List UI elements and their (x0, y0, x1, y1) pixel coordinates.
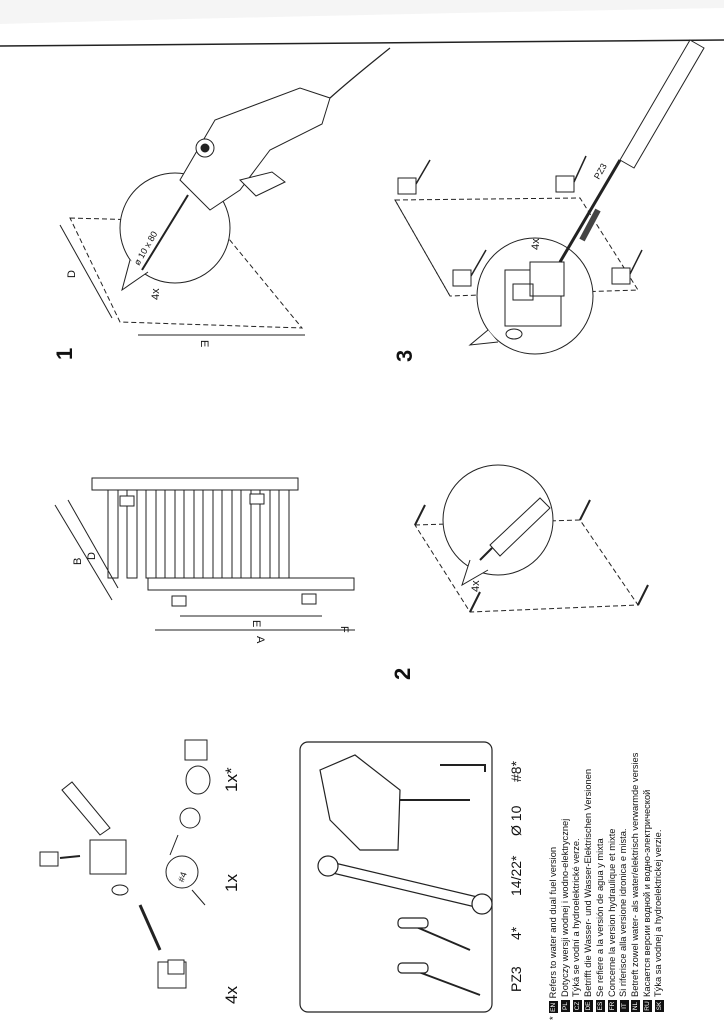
note-ru: Касается версии водной и водно-электриче… (641, 789, 652, 997)
note-star-line: * EN Refers to water and dual fuel versi… (548, 753, 560, 1020)
radiator-tube (183, 489, 195, 579)
note-cz: Týká se vodní a hydroelektrické verze. (571, 838, 582, 997)
callout3-quantity: 4x (530, 238, 542, 250)
note-sk: Týka sa vodnej a hydroelektrickej verzie… (653, 829, 664, 997)
tool-label-flat: 4* (508, 926, 524, 940)
lang-code-pl: PL (561, 1000, 571, 1012)
version-notes: * EN Refers to water and dual fuel versi… (548, 753, 665, 1020)
paper-fold (0, 0, 724, 24)
dimension-d2-label: D (86, 552, 98, 560)
radiator-tube (221, 489, 233, 579)
step3-mounting-diagram (394, 39, 705, 355)
radiator-tube (202, 489, 214, 579)
dimension-d-label: D (66, 270, 78, 278)
note-line-es: ES Se refiere a la versión de agua y mixt… (595, 753, 607, 1020)
lang-code-de: DE (584, 1000, 594, 1012)
note-line-cz: CZ Týká se vodní a hydroelektrické verze. (571, 753, 583, 1020)
step-number-1: 1 (52, 347, 77, 360)
note-es: Se refiere a la versión de agua y mixta (594, 838, 605, 997)
dimension-b-label: B (72, 557, 84, 565)
radiator-tube (145, 489, 157, 579)
radiator-tube (278, 489, 290, 579)
radiator-tube (107, 489, 119, 579)
hex-key-quantity: 1x (222, 874, 241, 892)
note-pl: Dotyczy wersji wodnej i wodno-elektryczn… (559, 818, 570, 997)
step1-drilling-diagram (59, 47, 391, 336)
tool-label-hex: #8* (508, 760, 524, 782)
note-fr: Concerne la version hydraulique et mixte (606, 828, 617, 997)
note-line-nl: NL Betreft zowel water- als water/elektri… (630, 753, 642, 1020)
lang-code-sk: SK (654, 1000, 664, 1012)
lang-code-it: IT (619, 1000, 629, 1012)
note-star: * (548, 1016, 558, 1020)
page-edge-line (0, 39, 724, 47)
step-number-2: 2 (390, 667, 415, 680)
callout2-quantity: 4x (470, 580, 482, 592)
note-line-ru: RU Касается версии водной и водно-электри… (642, 753, 654, 1020)
note-line-sk: SK Týka sa vodnej a hydroelektrickej verz… (653, 753, 665, 1020)
lang-code-cz: CZ (572, 1000, 582, 1012)
note-line-pl: PL Dotyczy wersji wodnej i wodno-elektryc… (560, 753, 572, 1020)
radiator-tube (164, 489, 176, 579)
note-line-de: DE Betrifft die Wasser- und Wasser-Elektr… (583, 753, 595, 1020)
note-nl: Betreft zowel water- als water/elektrisc… (629, 752, 640, 997)
dimension-a-label: A (254, 636, 266, 644)
radiator-tube (126, 489, 138, 579)
dimension-e2-label: E (250, 620, 262, 628)
note-line-it: IT Si riferisce alla versione idronica e … (618, 753, 630, 1020)
lang-code-fr: FR (607, 1000, 617, 1012)
note-line-fr: FR Concerne la version hydraulique et mix… (607, 753, 619, 1020)
lang-code-en: EN (549, 1001, 559, 1014)
radiator-tube (240, 489, 252, 579)
dimension-f-label: F (338, 626, 350, 633)
tool-label-drill: Ø 10 (508, 805, 524, 836)
tool-label-wrench: 14/22* (508, 855, 524, 896)
tools-box (299, 741, 493, 1013)
note-de: Betrifft die Wasser- und Wasser-Elektris… (583, 768, 594, 997)
lang-code-nl: NL (631, 1000, 641, 1012)
lang-code-es: ES (596, 1000, 606, 1012)
dimension-e-label: E (198, 340, 210, 348)
callout1-quantity: 4x (150, 288, 162, 300)
parts-illustrations (39, 739, 211, 989)
step-number-3: 3 (392, 349, 417, 362)
radiator-tube (259, 489, 271, 579)
note-it: Si riferisce alla versione idronica e mi… (618, 828, 629, 997)
note-en: Refers to water and dual fuel version (548, 846, 558, 999)
cap-quantity: 1x* (222, 767, 241, 792)
plugs-quantity: 4x (222, 986, 241, 1004)
lang-code-ru: RU (642, 1000, 652, 1012)
step2-plug-diagram (414, 464, 649, 613)
radiator-dimension-diagram (54, 477, 355, 631)
tool-label-pz3: PZ3 (508, 966, 524, 992)
